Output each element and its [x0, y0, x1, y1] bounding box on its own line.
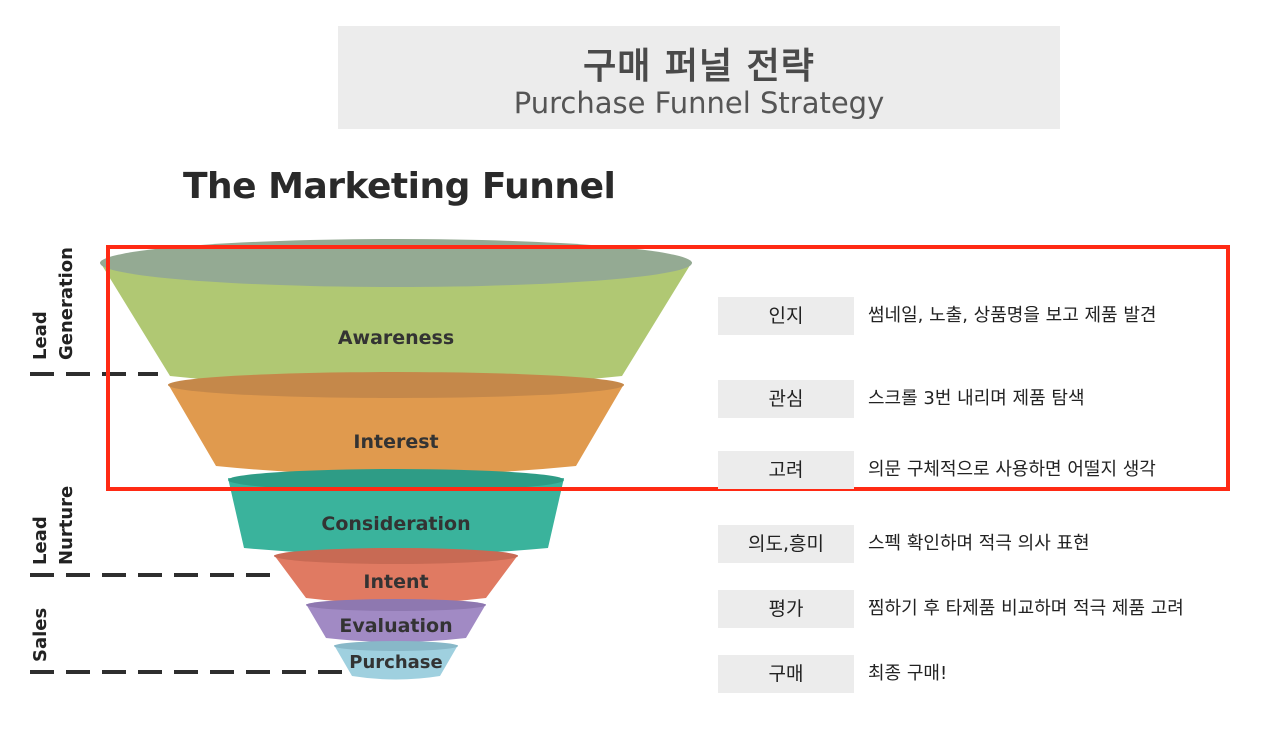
step-tag: 관심: [718, 380, 854, 418]
step-tag: 인지: [718, 297, 854, 335]
title-english: Purchase Funnel Strategy: [513, 86, 885, 120]
stage-label-purchase: Purchase: [349, 652, 442, 673]
step-description: 찜하기 후 타제품 비교하며 적극 제품 고려: [868, 598, 1184, 619]
step-tag: 의도,흥미: [718, 525, 854, 563]
step-description: 스크롤 3번 내리며 제품 탐색: [868, 388, 1085, 409]
group-sales-line1: Sales: [30, 608, 51, 662]
group-sales: Sales: [30, 608, 51, 662]
stage-consideration: [228, 478, 564, 555]
step-description: 의문 구체적으로 사용하면 어떨지 생각: [868, 459, 1156, 480]
stage-interest-top: [168, 372, 624, 398]
step-description: 최종 구매!: [868, 663, 948, 684]
highlight-box: [106, 245, 1230, 491]
stage-purchase-top: [334, 641, 458, 651]
stage-awareness: [100, 262, 692, 388]
stage-label-awareness: Awareness: [338, 327, 454, 349]
title-banner: 구매 퍼널 전략 Purchase Funnel Strategy: [338, 26, 1060, 129]
stage-consideration-top: [228, 469, 564, 491]
stage-purchase: [334, 645, 458, 680]
funnel-title: The Marketing Funnel: [183, 166, 616, 207]
stage-intent-top: [274, 548, 518, 564]
step-tag: 고려: [718, 451, 854, 489]
group-lead-generation: Lead Generation: [30, 247, 77, 360]
step-description: 스펙 확인하며 적극 의사 표현: [868, 533, 1090, 554]
stage-label-evaluation: Evaluation: [339, 615, 452, 637]
stage-label-intent: Intent: [363, 571, 428, 593]
stage-label-interest: Interest: [353, 431, 438, 453]
group-lead-generation-line2: Generation: [56, 247, 77, 360]
title-korean: 구매 퍼널 전략: [583, 46, 815, 87]
group-lead-nurture-line2: Nurture: [56, 486, 77, 565]
stage-awareness-top: [100, 239, 692, 287]
step-tag: 구매: [718, 655, 854, 693]
step-tag: 평가: [718, 590, 854, 628]
group-lead-nurture-line1: Lead: [30, 516, 51, 565]
group-lead-generation-line1: Lead: [30, 311, 51, 360]
stage-intent: [274, 555, 518, 604]
group-lead-nurture: Lead Nurture: [30, 486, 77, 565]
stage-label-consideration: Consideration: [321, 513, 470, 535]
stage-interest: [168, 384, 624, 475]
stage-evaluation-top: [306, 599, 486, 611]
step-description: 썸네일, 노출, 상품명을 보고 제품 발견: [868, 305, 1157, 326]
stage-evaluation: [306, 604, 486, 642]
